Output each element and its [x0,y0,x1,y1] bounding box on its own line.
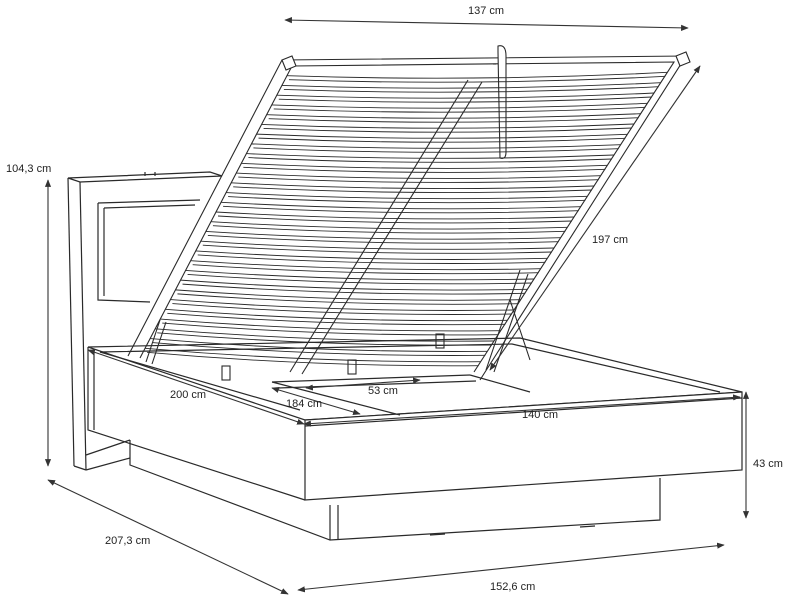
slat-edge [167,312,506,326]
headboard [67,171,223,471]
slats-group [145,71,668,367]
slat [246,153,615,159]
slat [256,133,628,139]
dim-label-inner-width: 140 cm [522,409,558,421]
slat [271,102,648,109]
dim-line-207 [47,479,289,595]
slat-edge [152,342,486,356]
dim-label-storage-length: 184 cm [286,398,322,410]
dim-label-overall-length: 207,3 cm [105,535,150,547]
dim-label-divider-gap: 53 cm [368,385,398,397]
slat [236,172,601,179]
dim-label-frame-length: 197 cm [592,234,628,246]
slat-edge [157,332,493,346]
dim-line-137 [284,17,689,31]
slat [241,162,608,169]
slat-edge [258,137,626,143]
slat-edge [187,273,533,285]
slat-edge [217,215,573,224]
slat [226,192,588,200]
slat-edge [182,283,526,295]
slat-edge [162,322,499,336]
slat [165,308,508,322]
slat-edge [223,205,579,214]
slat [150,338,488,352]
dim-label-overall-width: 152,6 cm [490,581,535,593]
slat [276,92,655,99]
slat-edge [177,293,519,305]
slat [160,318,501,332]
dim-label-bed-height: 43 cm [753,458,783,470]
slat-edge [172,303,513,315]
slat [231,182,595,190]
dim-line-152 [297,542,725,593]
storage-base [87,337,743,541]
slat [175,289,521,301]
slat [185,269,535,281]
slat [251,143,621,149]
dimension-lines [44,17,750,595]
dim-label-side-length: 200 cm [170,389,206,401]
slat-edge [238,176,599,183]
slat [261,123,635,129]
slat [286,71,668,79]
slat [281,82,661,89]
slat [215,211,575,220]
slat [190,260,541,271]
dim-line-200 [87,349,305,425]
slat [221,201,581,210]
dim-label-headboard-height: 104,3 cm [6,163,51,175]
slat [266,113,641,119]
slat [170,299,515,311]
dim-line-53 [305,377,421,391]
dim-line-140 [303,394,741,427]
slat [155,328,495,342]
slat [180,279,528,291]
dim-label-top-width: 137 cm [468,5,504,17]
dim-line-197 [489,65,701,371]
